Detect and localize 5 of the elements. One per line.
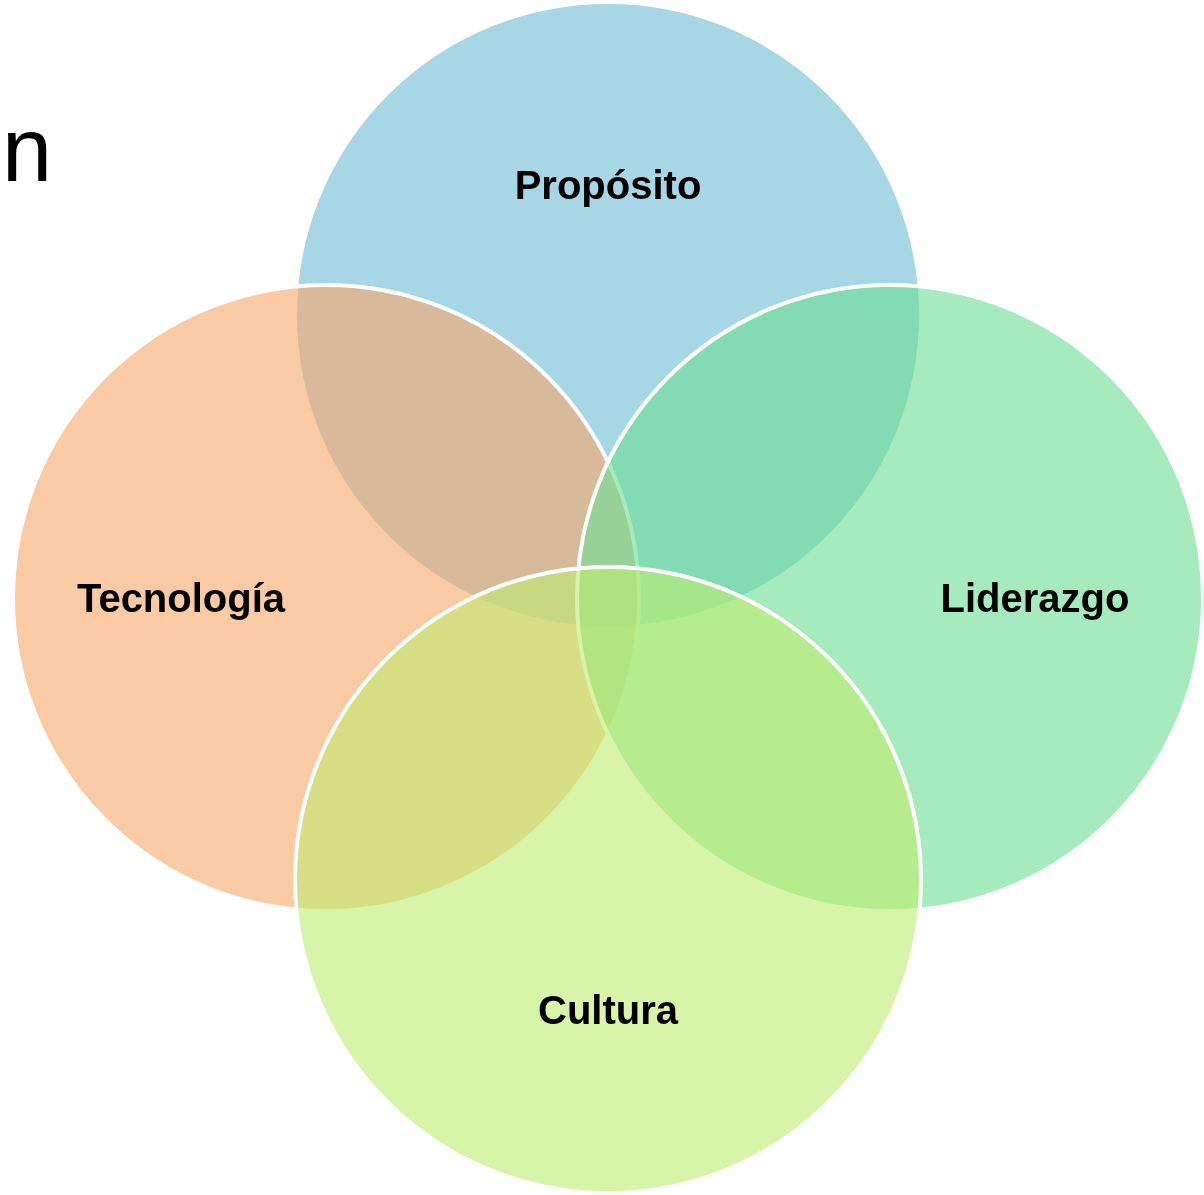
circle-label: Propósito [514, 162, 702, 208]
heading-fragment: n [2, 105, 53, 195]
circle-label: Liderazgo [940, 575, 1130, 621]
circle-label: Tecnología [76, 575, 286, 621]
circle-label: Cultura [538, 987, 678, 1033]
